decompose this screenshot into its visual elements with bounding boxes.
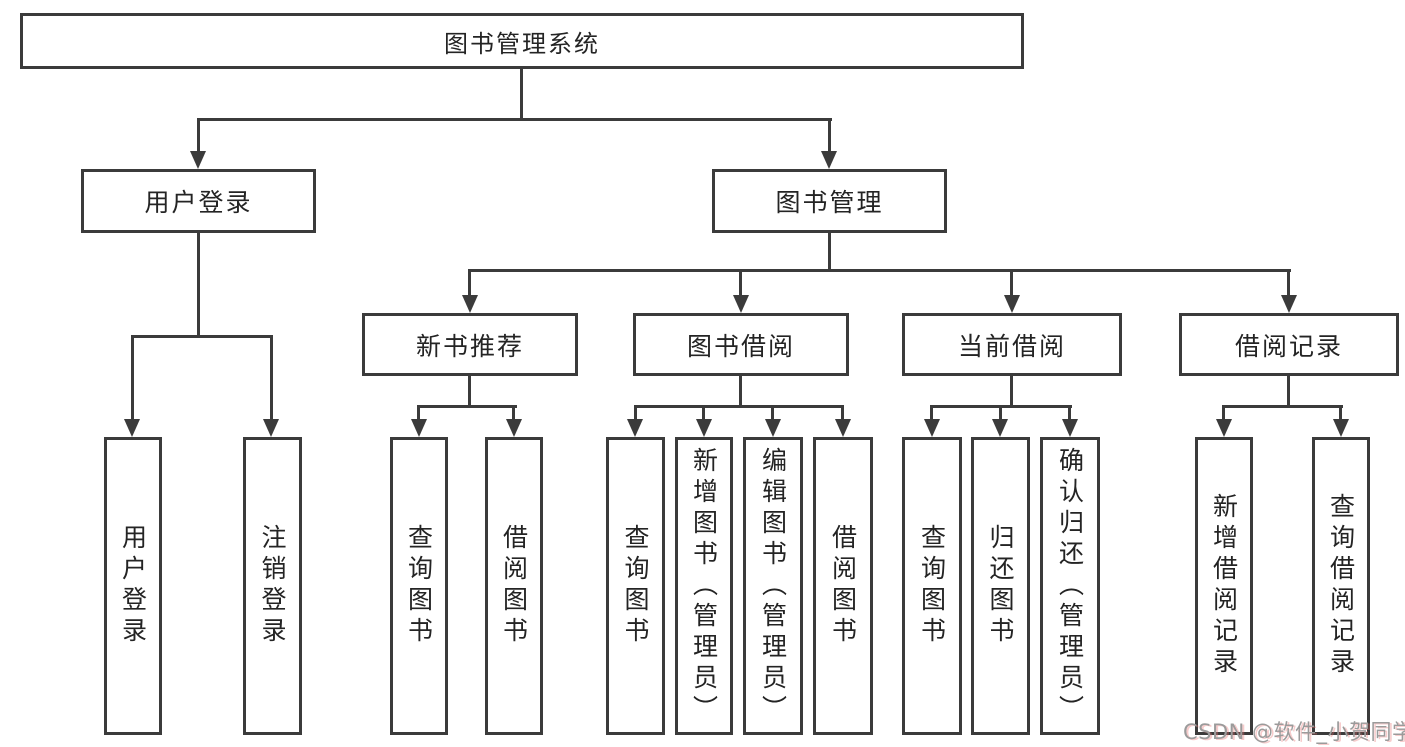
leaf-add-borrow-record-label: 新增借阅记录 — [1209, 493, 1239, 679]
connector-line — [1222, 405, 1343, 408]
node-user-login-label: 用户登录 — [144, 188, 253, 217]
leaf-query-borrow-record-label: 查询借阅记录 — [1326, 493, 1356, 679]
connector-line — [1010, 376, 1013, 407]
connector-arrowhead — [506, 419, 522, 437]
connector-arrowhead — [1004, 295, 1020, 313]
connector-arrowhead — [924, 419, 940, 437]
connector-line — [468, 269, 1291, 272]
connector-line — [270, 335, 273, 421]
leaf-query-books-current: 查询图书 — [902, 437, 962, 735]
connector-line — [702, 405, 705, 421]
node-book-borrowing-label: 图书借阅 — [686, 331, 795, 361]
leaf-confirm-return-admin: 确认归还（管理员） — [1040, 437, 1100, 735]
leaf-return-book: 归还图书 — [971, 437, 1030, 735]
connector-arrowhead — [1216, 419, 1232, 437]
connector-line — [828, 233, 831, 271]
connector-line — [634, 405, 637, 421]
connector-arrowhead — [1062, 419, 1078, 437]
leaf-add-borrow-record: 新增借阅记录 — [1195, 437, 1253, 735]
leaf-borrow-books-borrowing: 借阅图书 — [813, 437, 873, 735]
connector-line — [1287, 269, 1290, 297]
leaf-edit-book-admin: 编辑图书（管理员） — [743, 437, 803, 735]
node-new-book-recommend: 新书推荐 — [362, 313, 578, 376]
connector-line — [197, 118, 200, 152]
connector-line — [1010, 269, 1013, 297]
leaf-user-login-label: 用户登录 — [118, 524, 148, 648]
leaf-borrow-books-borrowing-label: 借阅图书 — [828, 524, 858, 648]
connector-line — [930, 405, 933, 421]
connector-arrowhead — [733, 295, 749, 313]
connector-arrowhead — [263, 419, 279, 437]
connector-line — [197, 233, 200, 337]
connector-line — [1339, 405, 1342, 421]
leaf-query-books-borrowing-label: 查询图书 — [621, 524, 650, 648]
connector-line — [468, 376, 471, 407]
connector-line — [841, 405, 844, 421]
node-borrowing-records: 借阅记录 — [1179, 313, 1399, 376]
connector-line — [999, 405, 1002, 421]
csdn-watermark: CSDN @软件_小贺同学 — [1183, 720, 1405, 744]
connector-line — [1068, 405, 1071, 421]
node-book-management-label: 图书管理 — [775, 188, 884, 217]
connector-arrowhead — [821, 151, 837, 169]
connector-line — [520, 69, 523, 120]
connector-line — [828, 118, 831, 152]
connector-line — [739, 376, 742, 407]
leaf-logout-label: 注销登录 — [258, 524, 287, 648]
connector-line — [771, 405, 774, 421]
leaf-query-books-recommend-label: 查询图书 — [404, 524, 434, 648]
leaf-add-book-admin: 新增图书（管理员） — [675, 437, 733, 735]
leaf-borrow-books-recommend-label: 借阅图书 — [499, 524, 529, 648]
leaf-return-book-label: 归还图书 — [986, 524, 1015, 648]
node-current-borrowing: 当前借阅 — [902, 313, 1122, 376]
connector-line — [1222, 405, 1225, 421]
node-borrowing-records-label: 借阅记录 — [1234, 331, 1343, 361]
leaf-query-books-borrowing: 查询图书 — [606, 437, 665, 735]
leaf-confirm-return-admin-label: 确认归还（管理员） — [1055, 446, 1085, 726]
connector-arrowhead — [1281, 295, 1297, 313]
connector-line — [417, 405, 420, 421]
leaf-query-books-current-label: 查询图书 — [917, 524, 947, 648]
connector-line — [739, 269, 742, 297]
connector-arrowhead — [190, 151, 206, 169]
connector-arrowhead — [627, 419, 643, 437]
node-root-system: 图书管理系统 — [20, 13, 1024, 69]
connector-line — [417, 405, 517, 408]
node-user-login: 用户登录 — [81, 169, 316, 233]
connector-arrowhead — [835, 419, 851, 437]
connector-line — [468, 269, 471, 297]
connector-arrowhead — [1333, 419, 1349, 437]
connector-line — [197, 118, 832, 121]
leaf-query-books-recommend: 查询图书 — [390, 437, 448, 735]
leaf-query-borrow-record: 查询借阅记录 — [1312, 437, 1370, 735]
connector-line — [131, 335, 134, 421]
connector-arrowhead — [765, 419, 781, 437]
connector-arrowhead — [992, 419, 1008, 437]
leaf-add-book-admin-label: 新增图书（管理员） — [689, 446, 719, 726]
connector-arrowhead — [462, 295, 478, 313]
connector-line — [512, 405, 515, 421]
node-book-borrowing: 图书借阅 — [633, 313, 849, 376]
connector-line — [131, 335, 273, 338]
node-current-borrowing-label: 当前借阅 — [957, 331, 1066, 361]
node-root-label: 图书管理系统 — [444, 29, 600, 58]
leaf-user-login: 用户登录 — [104, 437, 162, 735]
connector-arrowhead — [124, 419, 140, 437]
leaf-edit-book-admin-label: 编辑图书（管理员） — [758, 446, 788, 726]
connector-arrowhead — [411, 419, 427, 437]
connector-line — [634, 405, 844, 408]
leaf-logout: 注销登录 — [243, 437, 302, 735]
node-book-management: 图书管理 — [712, 169, 947, 233]
connector-arrowhead — [696, 419, 712, 437]
node-new-book-recommend-label: 新书推荐 — [415, 331, 524, 361]
leaf-borrow-books-recommend: 借阅图书 — [485, 437, 543, 735]
connector-line — [1287, 376, 1290, 407]
